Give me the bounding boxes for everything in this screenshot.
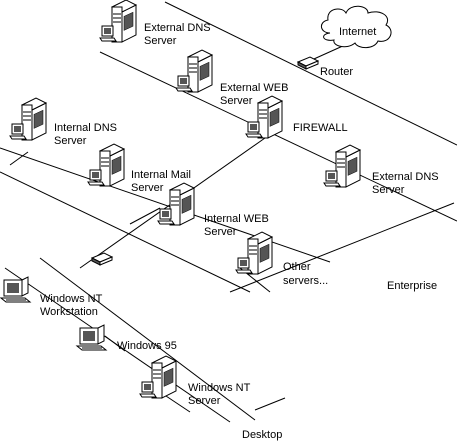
- router-label: Router: [320, 66, 353, 78]
- wnt-workstation-label-1: Windows NT: [40, 293, 103, 305]
- wnt-server-label-1: Windows NT: [188, 382, 251, 394]
- int-web-label-1: Internal WEB: [204, 213, 269, 225]
- other-servers-label-2: servers...: [283, 275, 328, 287]
- enterprise-label: Enterprise: [387, 280, 437, 292]
- ext-web-label-2: Server: [220, 95, 253, 107]
- external-web-server-icon: [175, 49, 213, 93]
- int-dns-label-2: Server: [54, 135, 87, 147]
- ext-dns-right-label-2: Server: [372, 184, 405, 196]
- int-dns-label-1: Internal DNS: [54, 122, 117, 134]
- firewall-label: FIREWALL: [293, 122, 348, 134]
- internal-link-a: [9, 151, 29, 166]
- other-servers-label-1: Other: [283, 261, 311, 273]
- int-mail-label-1: Internal Mail: [131, 169, 191, 181]
- internal-dns-server-icon: [9, 97, 47, 141]
- desktop-lan: [39, 257, 256, 421]
- internal-mail-server-icon: [87, 143, 125, 187]
- windows-95-label: Windows 95: [117, 340, 177, 352]
- int-web-label-2: Server: [204, 226, 237, 238]
- upper-backbone: [99, 51, 457, 222]
- external-dns-server-top-icon: [99, 0, 137, 43]
- ext-dns-top-label-2: Server: [144, 35, 177, 47]
- windows-nt-workstation-icon: [0, 276, 31, 303]
- ext-dns-right-label-1: External DNS: [372, 171, 439, 183]
- wnt-workstation-label-2: Workstation: [40, 306, 98, 318]
- network-links: [0, 1, 457, 423]
- enterprise-lan: [0, 147, 331, 263]
- enterprise-boundary: [229, 202, 455, 293]
- other-servers-icon: [235, 231, 273, 275]
- desktop-label: Desktop: [242, 429, 282, 441]
- desktop-boundary: [254, 397, 286, 411]
- ext-dns-top-label-1: External DNS: [144, 22, 211, 34]
- internet-label: Internet: [339, 26, 376, 38]
- windows-95-pc-icon: [76, 324, 107, 351]
- external-dns-server-right-icon: [323, 144, 361, 188]
- hub-icon: [91, 252, 113, 266]
- windows-nt-server-icon: [139, 355, 177, 399]
- ext-web-label-1: External WEB: [220, 82, 288, 94]
- top-backbone: [164, 1, 457, 146]
- internet-cloud: Internet: [321, 5, 392, 49]
- int-mail-label-2: Server: [131, 182, 164, 194]
- internal-lan-lower: [0, 171, 251, 293]
- wnt-server-label-2: Server: [188, 395, 221, 407]
